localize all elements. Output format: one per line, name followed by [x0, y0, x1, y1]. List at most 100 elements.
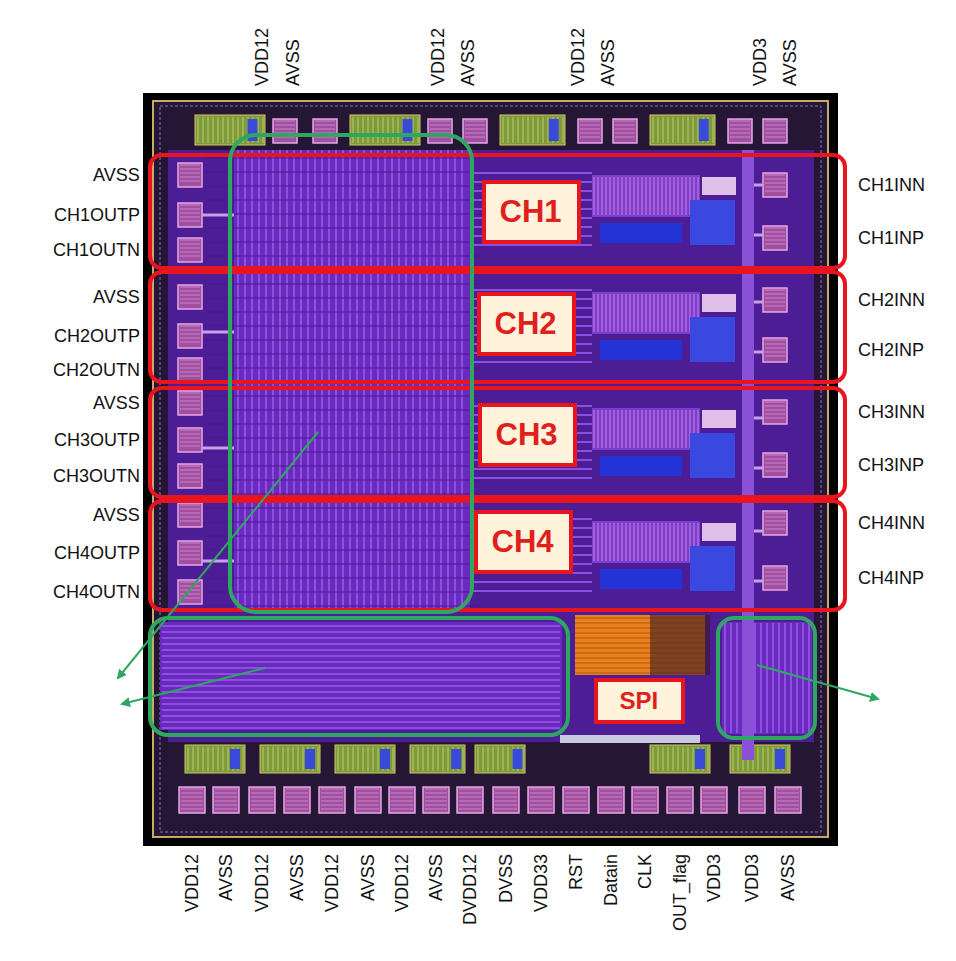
esd-texture [358, 117, 359, 143]
bond-pad [178, 358, 202, 382]
channel-label-box: CH1 [482, 180, 581, 244]
esd-texture [238, 117, 239, 143]
esd-texture [353, 747, 354, 771]
transistor-finger [614, 177, 615, 215]
esd-texture [423, 747, 424, 771]
bond-pad [178, 391, 202, 415]
transistor-finger [682, 410, 683, 448]
pad-texture [180, 434, 200, 435]
pin-name: CH3OUTP [54, 430, 140, 451]
amplifier-core [592, 521, 700, 563]
pad-texture [357, 797, 379, 798]
pin-name: CH3OUTN [53, 466, 140, 487]
pin-name: VDD33 [531, 854, 552, 912]
pointer-arrow [118, 432, 318, 678]
decap-finger [162, 643, 560, 645]
esd-texture [668, 747, 669, 771]
transistor-finger [626, 410, 627, 448]
decap-finger [808, 623, 810, 733]
bond-pad [578, 119, 602, 143]
pad-texture [181, 801, 203, 802]
pad-texture [180, 221, 200, 222]
esd-texture [198, 747, 199, 771]
pad-texture [495, 809, 517, 810]
decap-finger [162, 667, 560, 669]
pin-name: AVSS [598, 39, 619, 86]
metal-line [205, 592, 480, 593]
pin-name: VDD3 [750, 38, 771, 86]
pad-texture [181, 797, 203, 798]
decap-finger [162, 697, 560, 699]
pad-texture [425, 801, 447, 802]
esd-texture [428, 747, 429, 771]
channel-label-box: SPI [594, 678, 685, 724]
pad-texture [765, 133, 785, 134]
pad-texture [669, 793, 691, 794]
pad-texture [180, 299, 200, 300]
bond-pad [178, 503, 202, 527]
transistor-finger [598, 294, 599, 332]
bond-pad [319, 787, 345, 813]
pad-texture [180, 209, 200, 210]
pad-texture [391, 805, 413, 806]
metal-line [205, 186, 480, 187]
pad-texture [180, 505, 200, 506]
pin-name: VDD3 [742, 854, 763, 902]
transistor-finger [634, 177, 635, 215]
transistor-finger [678, 177, 679, 215]
pad-texture [765, 521, 785, 522]
esd-texture [653, 747, 654, 771]
pad-texture [765, 348, 785, 349]
transistor-finger [666, 294, 667, 332]
metal-line [205, 158, 480, 159]
pad-texture [357, 805, 379, 806]
transistor-finger [622, 410, 623, 448]
transistor-finger [650, 177, 651, 215]
pad-texture [180, 372, 200, 373]
pad-texture [357, 793, 379, 794]
pad-texture [391, 789, 413, 790]
decap-finger [162, 637, 560, 639]
pin-name: CH1INP [858, 228, 924, 249]
pin-name: AVSS [458, 39, 479, 86]
metal-line [205, 242, 480, 243]
esd-texture [383, 117, 384, 143]
transistor-finger [626, 294, 627, 332]
esd-core [403, 119, 413, 141]
transistor-finger [614, 523, 615, 561]
transistor-finger [598, 410, 599, 448]
metal-line [205, 578, 480, 579]
pad-texture [600, 789, 622, 790]
pin-name: VDD12 [252, 854, 273, 912]
transistor-finger [618, 294, 619, 332]
esd-texture [433, 747, 434, 771]
pad-texture [765, 179, 785, 180]
metal-line [205, 214, 480, 215]
esd-texture [663, 117, 664, 143]
pad-texture [391, 797, 413, 798]
pad-texture [669, 797, 691, 798]
capacitor-array [690, 433, 735, 478]
pad-texture [530, 797, 552, 798]
transistor-finger [618, 177, 619, 215]
pad-texture [730, 137, 750, 138]
decap-finger [162, 673, 560, 675]
pad-texture [180, 368, 200, 369]
esd-texture [678, 747, 679, 771]
pin-name: CH4INN [858, 513, 925, 534]
pad-texture [703, 797, 725, 798]
pad-texture [765, 513, 785, 514]
pin-name: DVSS [496, 854, 517, 903]
metal-line [205, 480, 480, 481]
pad-texture [215, 801, 237, 802]
pad-texture [357, 801, 379, 802]
pad-texture [430, 125, 450, 126]
pad-texture [741, 789, 763, 790]
esd-texture [273, 747, 274, 771]
pad-texture [181, 805, 203, 806]
transistor-finger [658, 523, 659, 561]
pad-texture [765, 584, 785, 585]
metal-line [205, 424, 480, 425]
pad-texture [765, 418, 785, 419]
esd-texture [193, 747, 194, 771]
